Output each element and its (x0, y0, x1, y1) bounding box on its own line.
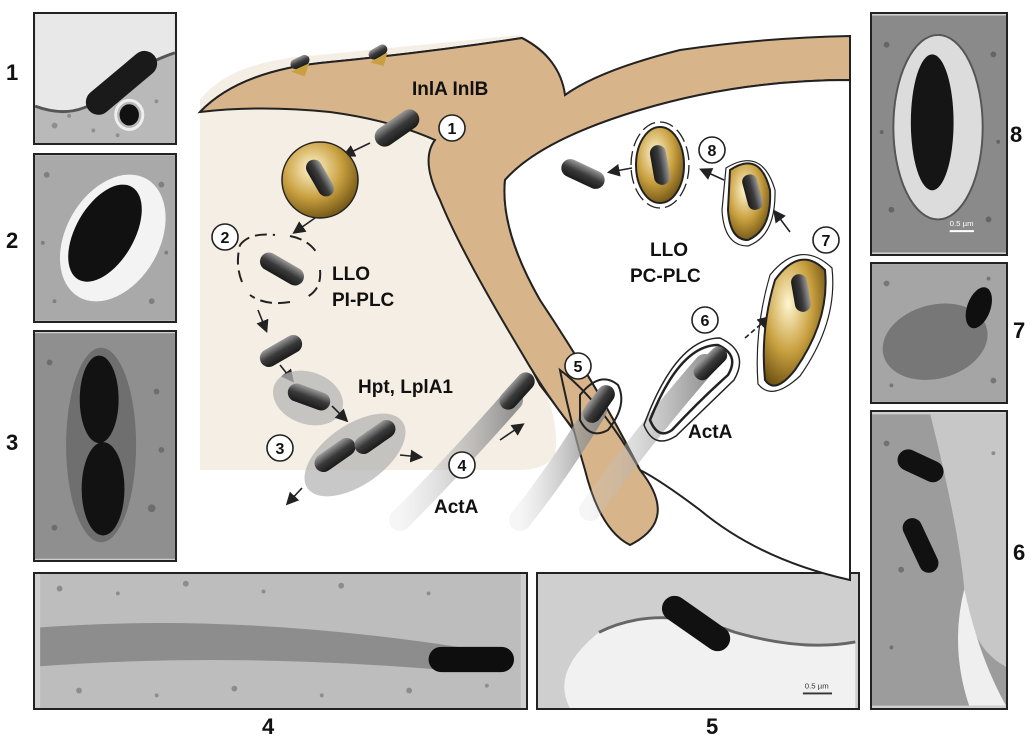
panel-number-1: 1 (6, 60, 18, 86)
host-cell-right (504, 80, 850, 580)
actin-tail-5 (520, 410, 596, 520)
actin-tail-4 (400, 400, 512, 520)
label-acta-right: ActA (688, 422, 733, 443)
label-acta-left: ActA (434, 497, 479, 518)
lysed-vacuole (238, 234, 320, 303)
label-hpt-lpla1: Hpt, LplA1 (358, 377, 453, 398)
step-number-3: 3 (276, 441, 285, 458)
panel-number-2: 2 (6, 228, 18, 254)
step-number-1: 1 (448, 121, 457, 138)
label-pi-plc: PI-PLC (332, 290, 395, 311)
micrograph-panel-5: 0.5 µm (536, 572, 860, 710)
panel-number-5: 5 (706, 714, 718, 740)
step-number-5: 5 (574, 359, 583, 376)
panel-number-8: 8 (1010, 122, 1022, 148)
label-inla-inlb: InlA InlB (412, 79, 488, 100)
micrograph-1-image (35, 14, 175, 143)
micrograph-panel-4 (33, 572, 528, 710)
micrograph-3-image (35, 332, 175, 560)
micrograph-panel-3 (33, 330, 177, 562)
vacuole-1 (282, 142, 358, 218)
host-cell-left (200, 35, 556, 470)
micrograph-2-image (35, 155, 175, 321)
micrograph-5-image: 0.5 µm (538, 574, 858, 708)
step-number-8: 8 (708, 143, 717, 160)
step-number-2: 2 (221, 230, 230, 247)
vacuole-8 (636, 127, 684, 203)
panel-number-6: 6 (1013, 540, 1025, 566)
micrograph-7-image (872, 264, 1006, 402)
step-number-6: 6 (701, 313, 710, 330)
host-cell-left-membrane (200, 38, 600, 470)
actin-tail-6 (590, 365, 705, 510)
micrograph-panel-1 (33, 12, 177, 145)
panel-number-7: 7 (1013, 318, 1025, 344)
panel-number-3: 3 (6, 430, 18, 456)
surface-bacteria (287, 53, 315, 80)
micrograph-4-image (35, 574, 526, 708)
bacterium-entry (371, 105, 423, 150)
micrograph-8-image: 0.5 µm (872, 14, 1006, 254)
label-pc-plc: PC-PLC (630, 266, 701, 287)
micrograph-panel-2 (33, 153, 177, 323)
protrusion-lobe (560, 370, 658, 545)
micrograph-panel-7 (870, 262, 1008, 404)
step-number-4: 4 (458, 458, 467, 475)
micrograph-panel-8: 0.5 µm (870, 12, 1008, 256)
step-number-7: 7 (822, 233, 831, 250)
host-cell-protrusion (200, 36, 850, 470)
scale-bar-label-8: 0.5 µm (950, 219, 974, 228)
micrograph-6-image (872, 412, 1006, 708)
label-llo-1: LLO (332, 264, 370, 285)
micrograph-panel-6 (870, 410, 1008, 710)
label-llo-2: LLO (650, 240, 688, 261)
step-markers (212, 115, 839, 478)
scale-bar-label-5: 0.5 µm (805, 682, 829, 691)
panel-number-4: 4 (262, 714, 274, 740)
secondary-vacuole (764, 260, 826, 386)
